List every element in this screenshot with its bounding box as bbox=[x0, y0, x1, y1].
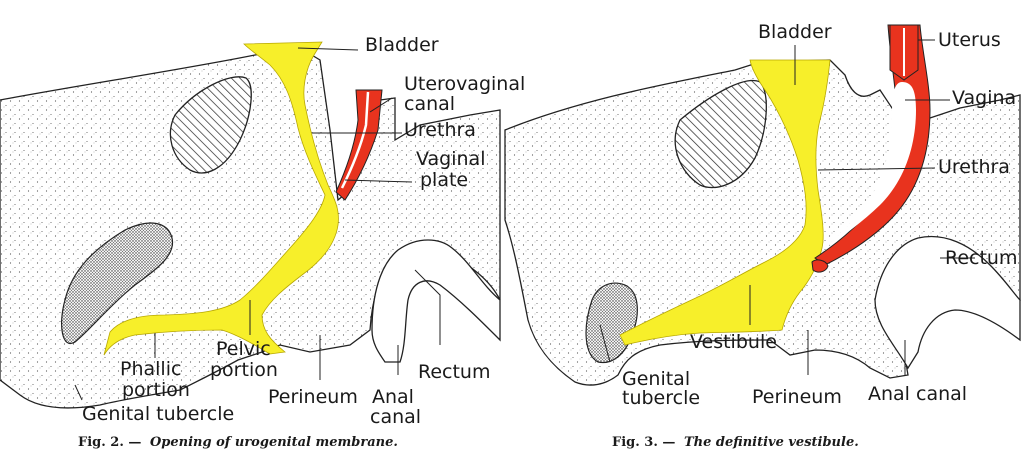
fig2-label-canal: canal bbox=[404, 93, 455, 115]
fig2-caption-title: Opening of urogenital membrane. bbox=[150, 435, 398, 450]
fig2-pubic-bone bbox=[169, 76, 252, 174]
fig3-urogenital-sinus bbox=[619, 59, 831, 346]
fig3-label-rectum: Rectum bbox=[945, 247, 1017, 269]
fig2-label-urethra: Urethra bbox=[404, 119, 476, 141]
fig3-caption: Fig. 3. — The definitive vestibule. bbox=[612, 435, 859, 450]
fig3-pubic-bone bbox=[674, 80, 767, 189]
fig2-label-pelvic-portion: portion bbox=[210, 359, 278, 381]
fig3-label-anal-canal: Anal canal bbox=[868, 383, 967, 405]
fig2-label-anal-canal: canal bbox=[370, 406, 421, 428]
fig3-label-perineum: Perineum bbox=[752, 386, 842, 408]
fig2-label-perineum: Perineum bbox=[268, 386, 358, 408]
fig2-urogenital-sinus bbox=[103, 41, 339, 356]
fig3-vagina-lumen bbox=[825, 82, 916, 248]
fig2-label-vaginal: Vaginal bbox=[416, 148, 485, 170]
fig3-leaders bbox=[599, 39, 975, 375]
fig2-label-plate: plate bbox=[420, 169, 468, 191]
fig2-label-bladder: Bladder bbox=[365, 34, 439, 56]
fig3-label-urethra: Urethra bbox=[938, 156, 1010, 178]
fig2-label-phallic: Phallic bbox=[120, 358, 181, 380]
fig2-caption-number: Fig. 2. — bbox=[78, 435, 141, 450]
fig2-canal-lumen bbox=[340, 91, 370, 189]
figure-2: Bladder Uterovaginal canal Urethra Vagin… bbox=[0, 34, 525, 450]
fig3-label-vestibule: Vestibule bbox=[690, 331, 777, 353]
fig2-phallus bbox=[60, 222, 174, 345]
fig3-label-bladder: Bladder bbox=[758, 21, 832, 43]
fig2-label-phallic-portion: portion bbox=[122, 379, 190, 401]
fig2-label-anal: Anal bbox=[372, 386, 414, 408]
fig3-label-tubercle: tubercle bbox=[622, 387, 700, 409]
fig2-label-genital-tubercle: Genital tubercle bbox=[82, 403, 234, 425]
fig2-label-uterovaginal: Uterovaginal bbox=[404, 73, 525, 95]
fig2-leaders bbox=[74, 47, 441, 401]
fig3-label-vagina: Vagina bbox=[952, 87, 1016, 109]
fig2-labels: Bladder Uterovaginal canal Urethra Vagin… bbox=[82, 34, 525, 428]
fig3-labels: Bladder Uterus Vagina Urethra Rectum Ves… bbox=[622, 21, 1017, 409]
figure-3: Bladder Uterus Vagina Urethra Rectum Ves… bbox=[504, 21, 1021, 450]
fig2-caption: Fig. 2. — Opening of urogenital membrane… bbox=[78, 435, 398, 450]
fig2-label-rectum: Rectum bbox=[418, 361, 490, 383]
fig3-label-uterus: Uterus bbox=[938, 29, 1001, 51]
fig3-urethra-outlet bbox=[811, 259, 829, 273]
fig3-caption-title: The definitive vestibule. bbox=[684, 435, 859, 450]
fig3-label-genital: Genital bbox=[622, 368, 690, 390]
fig2-rectum bbox=[371, 239, 501, 363]
fig3-caption-number: Fig. 3. — bbox=[612, 435, 675, 450]
fig2-label-pelvic: Pelvic bbox=[216, 338, 271, 360]
fig3-rectum bbox=[874, 235, 1021, 370]
